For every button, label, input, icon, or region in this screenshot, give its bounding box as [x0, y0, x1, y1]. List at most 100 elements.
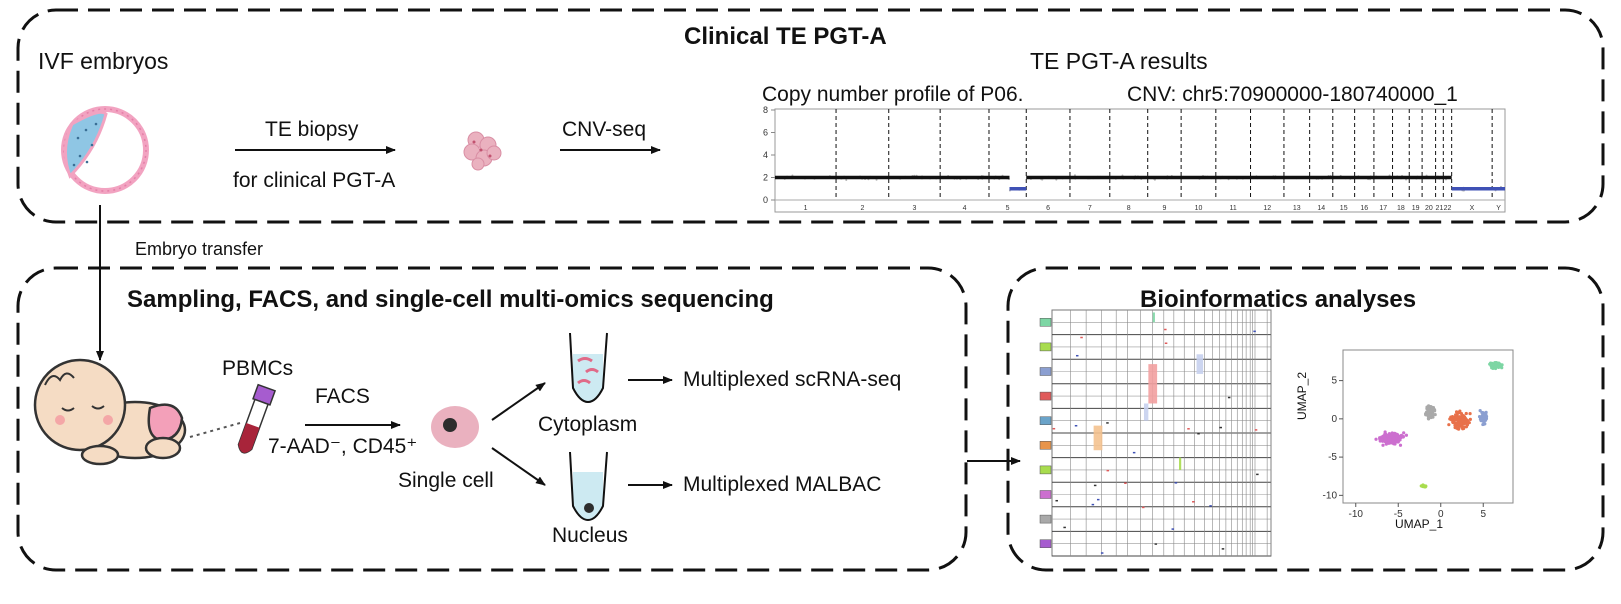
heatmap-cluster-swatch — [1039, 441, 1052, 450]
scrnaseq-label: Multiplexed scRNA-seq — [683, 368, 902, 391]
heatmap-cnv-mark — [1074, 424, 1078, 427]
umap-cell-point — [1395, 434, 1399, 438]
pbmcs-label: PBMCs — [222, 357, 294, 380]
umap-cell-point — [1482, 414, 1486, 418]
heatmap-cnv-block — [1196, 354, 1204, 374]
heatmap-cluster-swatch — [1039, 342, 1052, 352]
cnv-x-tick-label: 15 — [1340, 205, 1348, 212]
umap-cell-point — [1461, 427, 1465, 431]
umap-cell-point — [1494, 361, 1498, 366]
umap-cell-point — [1393, 440, 1397, 444]
cnv-bin-point — [845, 179, 848, 182]
umap-cell-point — [1454, 410, 1459, 414]
umap-cell-point — [1426, 404, 1431, 408]
cnv-x-tick-label: 11 — [1230, 205, 1237, 212]
heatmap-cnv-mark — [1100, 552, 1104, 554]
cnv-x-tick-label: X — [1470, 205, 1475, 212]
nucleus-label: Nucleus — [552, 524, 628, 547]
heatmap-cnv-mark — [1164, 328, 1167, 331]
heatmap-cnv-mark — [1154, 543, 1158, 545]
umap-cell-point — [1468, 417, 1472, 421]
heatmap-cnv-block — [1143, 403, 1149, 421]
heatmap-cnv-mark — [1132, 451, 1136, 454]
to-nucleus-arrow — [491, 447, 546, 486]
umap-y-tick-label: -10 — [1323, 490, 1338, 501]
heatmap-cnv-mark — [1219, 426, 1222, 429]
heatmap-cnv-mark — [1080, 336, 1083, 339]
heatmap-cluster-swatch — [1039, 465, 1052, 475]
umap-cell-point — [1404, 433, 1409, 437]
cnv-y-tick-label: 6 — [763, 128, 768, 138]
cnv-y-tick-label: 0 — [763, 195, 768, 205]
umap-cell-point — [1427, 413, 1431, 418]
umap-cell-point — [1385, 434, 1389, 438]
malbac-label: Multiplexed MALBAC — [683, 473, 882, 496]
umap-cell-point — [1466, 419, 1470, 423]
heatmap-cnv-block — [1152, 312, 1155, 323]
cnv-x-tick-label: 18 — [1397, 205, 1405, 212]
cnv-x-tick-label: 19 — [1412, 205, 1420, 212]
umap-cell-point — [1481, 422, 1485, 427]
umap-cell-point — [1448, 417, 1452, 421]
umap-cell-point — [1433, 412, 1437, 417]
cnv-y-tick-label: 8 — [763, 105, 768, 115]
umap-cell-point — [1484, 414, 1489, 419]
cnv-x-tick-label: 1 — [804, 205, 808, 212]
cnv-x-tick-label: 16 — [1360, 205, 1368, 212]
heatmap-cnv-mark — [1254, 429, 1258, 431]
umap-cell-point — [1482, 419, 1486, 424]
umap-cell-point — [1464, 411, 1468, 416]
cnv-x-tick-label: 20 — [1425, 205, 1433, 212]
umap-y-tick-label: 5 — [1331, 376, 1337, 387]
facs-markers-label: 7-AAD⁻, CD45⁺ — [268, 435, 418, 458]
blood-tube-icon — [237, 383, 277, 454]
nucleus-tube-icon — [569, 451, 608, 522]
umap-cell-point — [1480, 410, 1484, 415]
heatmap-cnv-mark — [1256, 473, 1259, 476]
umap-cell-point — [1455, 422, 1459, 426]
umap-cell-point — [1480, 417, 1484, 421]
heatmap-cnv-mark — [1171, 528, 1175, 530]
heatmap-cnv-mark — [1209, 505, 1212, 507]
heatmap-cnv-mark — [1124, 482, 1127, 484]
cnv-x-tick-label: 17 — [1379, 205, 1387, 212]
umap-cell-point — [1381, 443, 1385, 447]
cnv-x-tick-label: 3 — [912, 205, 916, 212]
cnv-heatmap-thumbnail — [1039, 309, 1272, 557]
single-cell-icon — [431, 406, 479, 448]
umap-cell-point — [1392, 436, 1396, 440]
heatmap-cnv-mark — [1055, 499, 1058, 502]
heatmap-cluster-swatch — [1039, 367, 1052, 376]
top-panel-border — [16, 8, 1605, 224]
cnv-x-tick-label: 10 — [1195, 205, 1203, 212]
heatmap-cluster-swatch — [1039, 318, 1052, 327]
clinical-pgta-label: for clinical PGT-A — [233, 169, 396, 192]
umap-cell-point — [1454, 413, 1458, 417]
umap-frame — [1342, 349, 1514, 504]
heatmap-cnv-mark — [1106, 422, 1109, 424]
umap-cell-point — [1431, 407, 1436, 411]
heatmap-cnv-mark — [1227, 396, 1231, 399]
sampling-panel-border — [16, 266, 968, 572]
umap-cell-point — [1426, 416, 1431, 421]
heatmap-cnv-mark — [1096, 498, 1100, 501]
embryo-icon — [61, 106, 149, 194]
umap-x-tick-label: -10 — [1349, 509, 1364, 520]
cnv-x-tick-label: 4 — [963, 205, 967, 212]
embryo-transfer-label: Embryo transfer — [135, 239, 264, 259]
heatmap-cnv-mark — [1197, 432, 1200, 435]
cnv-x-tick-label: 6 — [1046, 205, 1050, 212]
heatmap-cnv-mark — [1142, 506, 1145, 509]
umap-cell-point — [1494, 364, 1498, 368]
heatmap-cnv-block — [1148, 364, 1158, 404]
heatmap-cnv-mark — [1164, 342, 1168, 345]
heatmap-cnv-mark — [1221, 548, 1225, 550]
heatmap-cnv-mark — [1091, 503, 1095, 506]
cnv-x-tick-label: 9 — [1162, 205, 1166, 212]
umap-cell-point — [1461, 414, 1466, 418]
biopsy-cells-icon — [463, 131, 502, 171]
umap-cell-point — [1457, 415, 1462, 419]
umap-cell-point — [1383, 437, 1387, 441]
te-pgta-results-title: TE PGT-A results — [1030, 48, 1208, 74]
umap-cell-point — [1456, 418, 1460, 422]
